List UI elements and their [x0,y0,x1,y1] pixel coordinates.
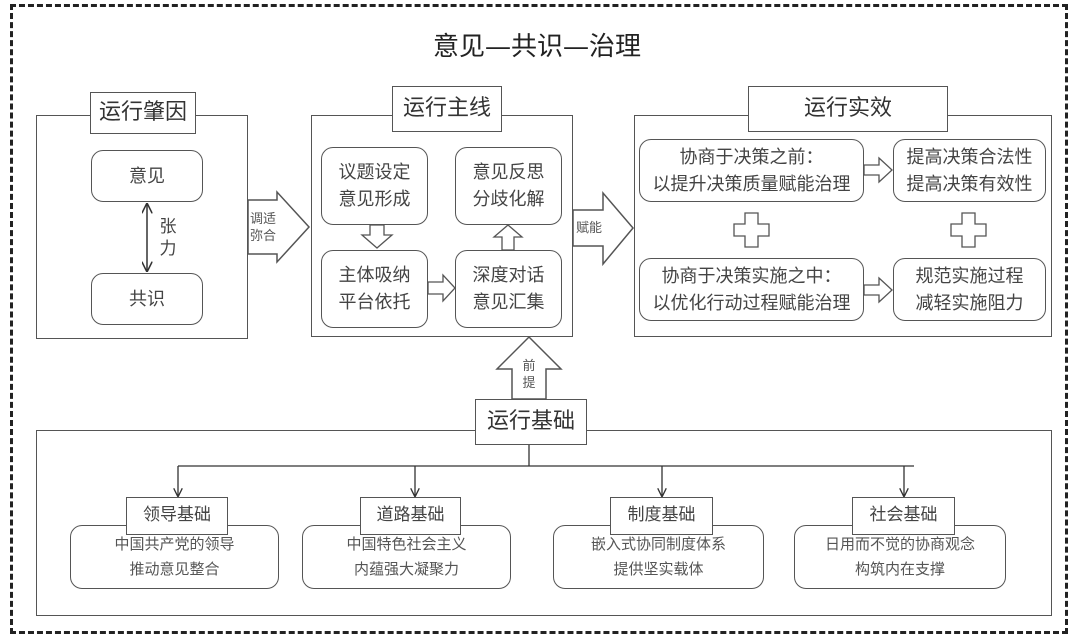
base-item-institution: 嵌入式协同制度体系提供坚实载体 [553,525,764,589]
effect-during-box: 协商于决策实施之中：以优化行动过程赋能治理 [639,258,864,321]
main-box-dialogue: 深度对话意见汇集 [455,250,562,328]
base-item-path-title: 道路基础 [360,497,461,535]
base-header: 运行基础 [475,399,587,445]
adapt-label: 调适弥合 [249,212,276,244]
right-arrow-effect-row1 [863,156,893,184]
effect-process-box: 规范实施过程减轻实施阻力 [893,258,1046,321]
main-box-agenda: 议题设定意见形成 [321,147,428,225]
tension-label: 张力 [159,217,177,259]
cause-header: 运行肇因 [90,92,196,134]
adapt-block-arrow [247,190,311,264]
base-item-leadership-title: 领导基础 [126,497,228,535]
effect-legitimacy-box: 提高决策合法性提高决策有效性 [893,139,1046,202]
right-arrow-absorb-dialogue [427,273,456,303]
base-item-institution-title: 制度基础 [610,497,713,535]
main-box-reflect: 意见反思分歧化解 [455,147,562,225]
premise-block-arrow [495,335,563,400]
plus-icon-left [733,212,770,248]
down-arrow-agenda-absorb [360,224,394,249]
premise-label: 前提 [522,359,536,391]
opinion-box: 意见 [91,150,203,202]
effect-before-box: 协商于决策之前：以提升决策质量赋能治理 [639,139,864,202]
right-arrow-effect-row2 [863,276,893,304]
empower-block-arrow [572,190,634,267]
base-item-society-title: 社会基础 [852,497,955,535]
opinion-label: 意见 [129,165,165,187]
up-arrow-dialogue-reflect [492,224,524,251]
empower-label: 赋能 [575,221,602,236]
diagram-title: 意见—共识—治理 [432,32,641,62]
main-box-absorb: 主体吸纳平台依托 [321,250,428,328]
outer-dashed-frame [10,4,1068,634]
plus-icon-right [950,212,987,248]
effect-header: 运行实效 [748,86,948,132]
consensus-box: 共识 [91,273,203,325]
main-header: 运行主线 [392,86,502,132]
consensus-label: 共识 [129,288,165,310]
base-item-path: 中国特色社会主义内蕴强大凝聚力 [302,525,511,589]
